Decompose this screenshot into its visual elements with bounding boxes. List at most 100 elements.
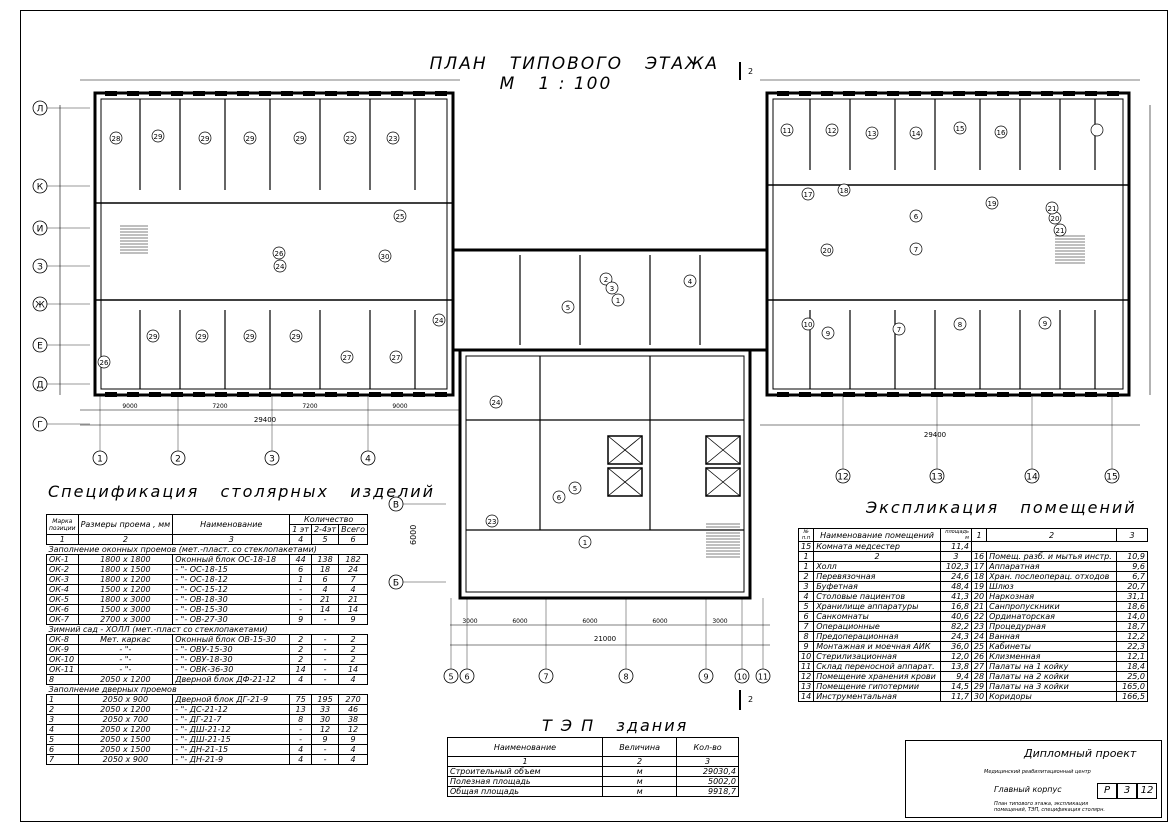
expl-room-num: 14: [797, 691, 815, 702]
window-mark: [931, 91, 943, 96]
window-mark: [193, 392, 205, 397]
expl-header-c2: 2: [986, 528, 1117, 542]
plan-title: ПЛАН ТИПОВОГО ЭТАЖА М 1 : 100: [400, 34, 719, 114]
expl-room-area: 12,2: [1116, 631, 1148, 642]
window-mark: [1085, 392, 1097, 397]
room-number-circle: [837, 183, 851, 197]
spec-cell: 3: [46, 714, 79, 725]
spec-group-label: Заполнение дверных проемов: [46, 684, 368, 695]
axis-label: 14: [1026, 473, 1038, 483]
room-number-circle: [611, 293, 625, 307]
expl-header-name: Наименование помещений: [813, 528, 941, 542]
room-number-circle: [432, 313, 446, 327]
expl-room-area: 40,6: [939, 611, 972, 622]
room-number-circle: [780, 123, 794, 137]
spec-cell: 6: [289, 564, 312, 575]
stamp-sheet-desc: План типового этажа, экспликация помещен…: [994, 801, 1105, 813]
expl-room-num: 8: [797, 631, 815, 642]
spec-cell: 270: [338, 694, 368, 705]
axis-label: 8: [623, 673, 628, 682]
expl-room-num: 9: [797, 641, 815, 652]
dimension-label: 3000: [712, 618, 727, 625]
plan-title-text: ПЛАН ТИПОВОГО ЭТАЖА: [429, 54, 720, 74]
expl-room-num: 21: [970, 601, 988, 612]
spec-cell: 4: [310, 584, 340, 595]
window-mark: [777, 392, 789, 397]
spec-cell: - "-: [77, 664, 174, 675]
window-mark: [369, 91, 381, 96]
spec-cell: 138: [310, 554, 340, 565]
axis-label: 9: [703, 673, 708, 682]
expl-room-num: 11: [797, 661, 815, 672]
tep-colnum: 1: [447, 756, 603, 767]
tep-title: Т Э П здания: [542, 716, 689, 735]
expl-room-name: Комната медсестер: [813, 541, 941, 552]
spec-cell: 4: [338, 754, 368, 765]
expl-colnum: 3: [939, 551, 972, 562]
room-number: 5: [566, 304, 570, 312]
expl-room-name: Хранилище аппаратуры: [813, 601, 941, 612]
room-number: 30: [381, 253, 390, 261]
spec-cell: 2: [289, 654, 312, 665]
spec-cell: 46: [338, 704, 368, 715]
spec-colnum: 6: [338, 534, 368, 545]
room-number: 19: [988, 200, 997, 208]
axis-label: 4: [365, 455, 371, 465]
room-number: 29: [292, 333, 301, 341]
room-number-circle: [243, 329, 257, 343]
spec-cell: -: [289, 604, 312, 615]
expl-header-c1: 1: [970, 528, 988, 542]
spec-cell: -: [289, 724, 312, 735]
window-mark: [909, 392, 921, 397]
spec-cell: - "- ДШ-21-12: [172, 724, 291, 735]
spec-title: Спецификация столярных изделий: [48, 482, 436, 501]
axis-label: Б: [393, 579, 399, 589]
expl-room-area: 10,9: [1116, 551, 1148, 562]
section-mark: 2: [748, 67, 753, 76]
spec-cell: 21: [310, 594, 340, 605]
expl-room-num: 29: [970, 681, 988, 692]
elevator-cross: [705, 467, 741, 497]
expl-room-area: 6,7: [1116, 571, 1148, 582]
expl-room-num: 12: [797, 671, 815, 682]
axis-label: 5: [448, 673, 453, 682]
spec-cell: 2050 x 900: [77, 694, 174, 705]
spec-cell: 9: [289, 614, 312, 625]
room-number: 29: [246, 333, 255, 341]
spec-cell: - "- ДН-21-15: [172, 744, 291, 755]
room-number: 29: [201, 135, 210, 143]
room-number-circle: [801, 187, 815, 201]
spec-cell: 12: [338, 724, 368, 735]
expl-room-num: 26: [970, 651, 988, 662]
spec-group-label: Зимний сад - ХОЛЛ (мет.-пласт со стеклоп…: [46, 624, 368, 635]
spec-colnum: 1: [46, 534, 79, 545]
dimension-label: 6000: [652, 618, 667, 625]
room-number: 24: [492, 399, 501, 407]
spec-cell: 2050 x 1500: [77, 744, 174, 755]
spec-cell: 1800 x 1800: [77, 554, 174, 565]
expl-room-area: 102,3: [939, 561, 972, 572]
room-number-circle: [568, 481, 582, 495]
expl-room-name: Стерилизационная: [813, 651, 941, 662]
dimension-label: 29400: [924, 431, 946, 439]
expl-room-area: 11,4: [939, 541, 972, 552]
axis-label: 10: [737, 673, 747, 682]
room-number-circle: [1038, 316, 1052, 330]
room-number: 4: [688, 278, 693, 286]
spec-cell: 4: [46, 724, 79, 735]
window-mark: [347, 91, 359, 96]
expl-room-num: 4: [797, 591, 815, 602]
spec-cell: - "-: [77, 644, 174, 655]
spec-cell: 30: [310, 714, 340, 725]
room-number-circle: [1090, 123, 1104, 137]
spec-cell: 2: [46, 704, 79, 715]
room-number: 6: [557, 494, 562, 502]
